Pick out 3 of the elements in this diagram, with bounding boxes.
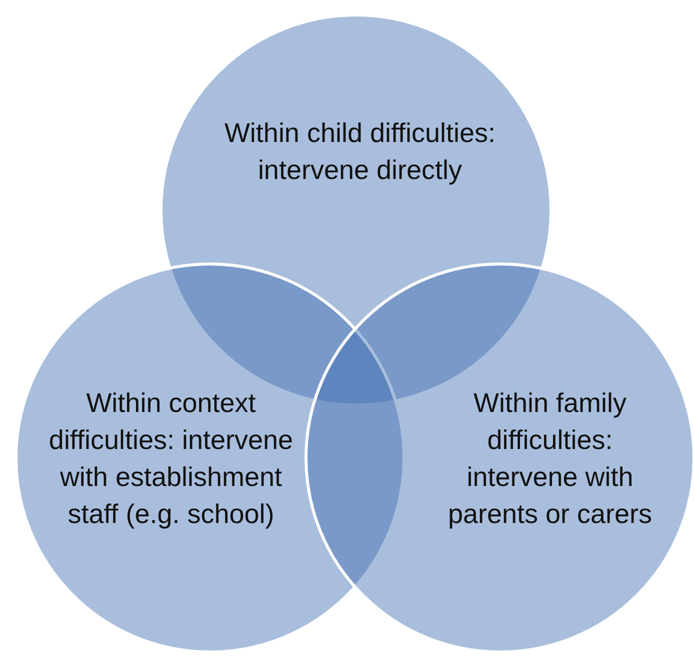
circle-label: Within family difficulties: intervene with parents or carers: [446, 387, 654, 531]
circle-label: Within child difficulties: intervene directly: [223, 117, 497, 187]
circle-label: Within context difficulties: intervene with establishment staff (e.g. school): [48, 387, 294, 531]
